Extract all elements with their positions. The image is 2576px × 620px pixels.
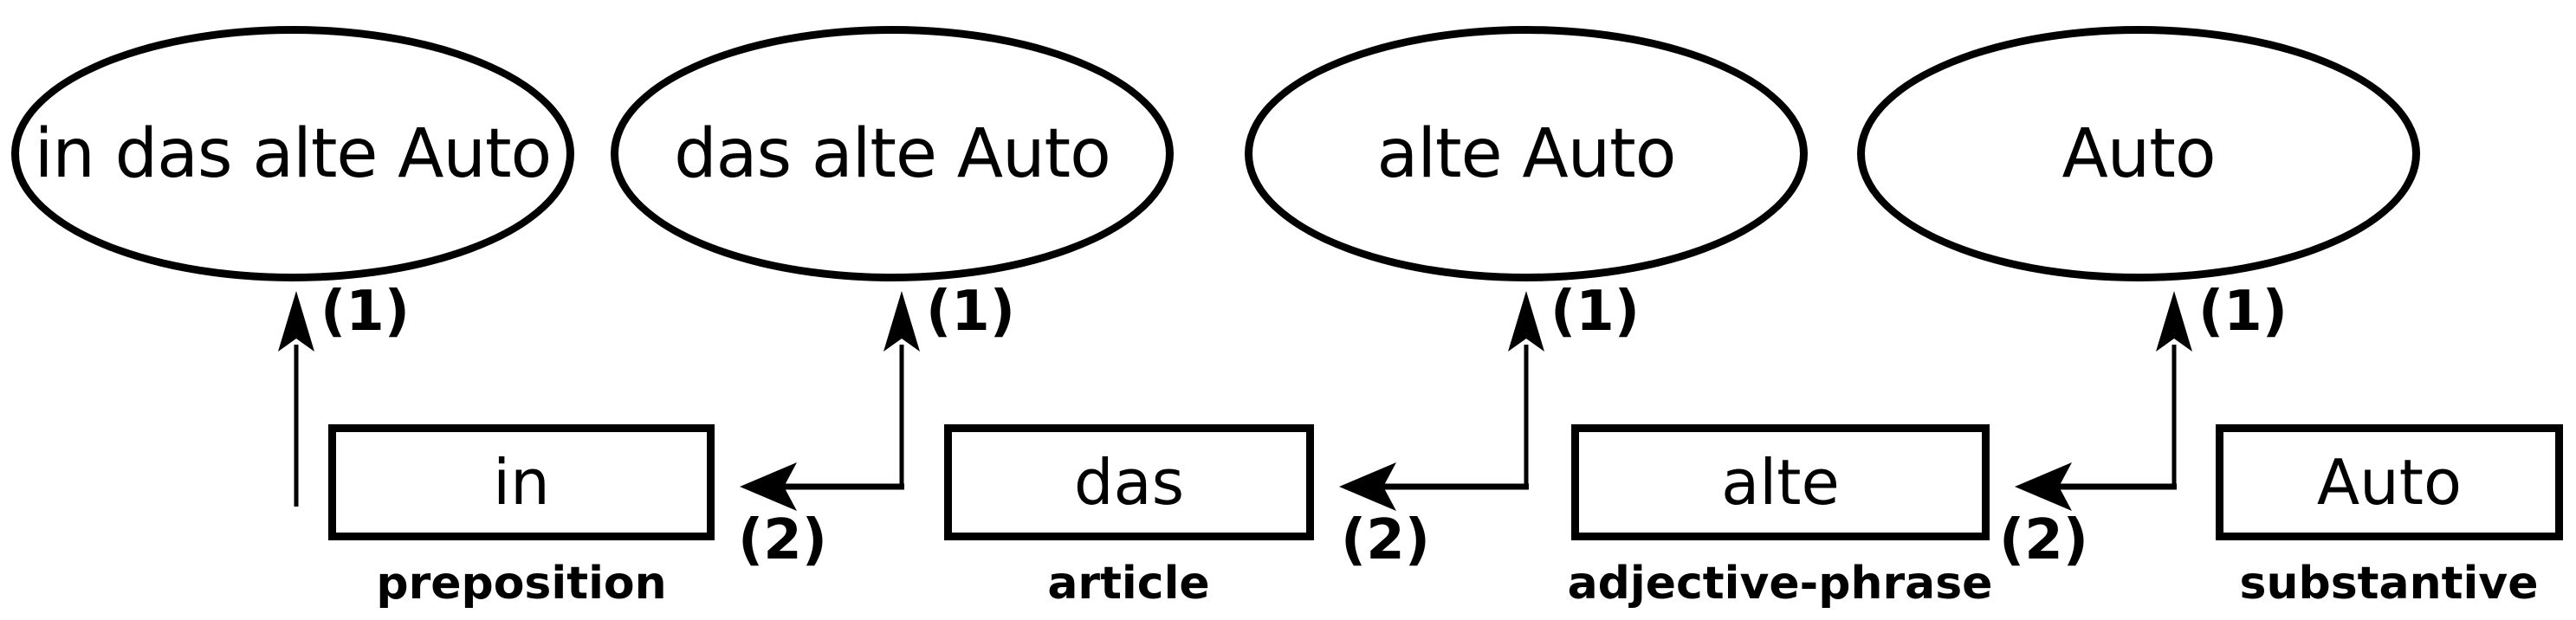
word-box-das: das (944, 424, 1314, 540)
up-arrowhead-icon (278, 291, 314, 352)
combine-arrow-1 (278, 291, 314, 507)
step-label-1: (1) (2198, 280, 2288, 344)
phrase-node-in-das-alte-auto: in das alte Auto (11, 26, 574, 281)
step-label-2: (2) (738, 508, 828, 572)
category-label-substantive: substantive (2239, 558, 2539, 610)
phrase-text: in das alte Auto (34, 114, 553, 193)
category-label-preposition: preposition (376, 558, 667, 610)
combine-arrow-3 (1339, 291, 1544, 511)
word-box-in: in (328, 424, 715, 540)
category-label-adjective-phrase: adjective-phrase (1567, 558, 1993, 610)
word-text: das (1073, 446, 1185, 519)
phrase-text: alte Auto (1376, 114, 1677, 193)
word-text: in (493, 446, 550, 519)
phrase-text: das alte Auto (674, 114, 1111, 193)
word-text: alte (1721, 446, 1840, 519)
up-arrowhead-icon (2156, 291, 2192, 352)
step-label-1: (1) (1550, 280, 1641, 344)
word-box-alte: alte (1571, 424, 1990, 540)
up-arrowhead-icon (1508, 291, 1544, 352)
phrase-node-alte-auto: alte Auto (1245, 26, 1808, 281)
left-arrowhead-icon (2015, 462, 2072, 511)
left-arrowhead-icon (740, 462, 797, 511)
up-arrowhead-icon (883, 291, 920, 352)
phrase-node-auto: Auto (1857, 26, 2420, 281)
step-label-1: (1) (926, 280, 1016, 344)
phrase-text: Auto (2061, 114, 2216, 193)
phrase-node-das-alte-auto: das alte Auto (611, 26, 1174, 281)
combine-arrow-2 (740, 291, 920, 511)
step-label-1: (1) (320, 280, 411, 344)
word-box-auto: Auto (2216, 424, 2563, 540)
step-label-2: (2) (1341, 508, 1431, 572)
step-label-2: (2) (1999, 508, 2089, 572)
left-arrowhead-icon (1339, 462, 1396, 511)
word-text: Auto (2316, 446, 2463, 519)
category-label-article: article (1047, 558, 1210, 610)
combine-arrow-4 (2015, 291, 2192, 511)
